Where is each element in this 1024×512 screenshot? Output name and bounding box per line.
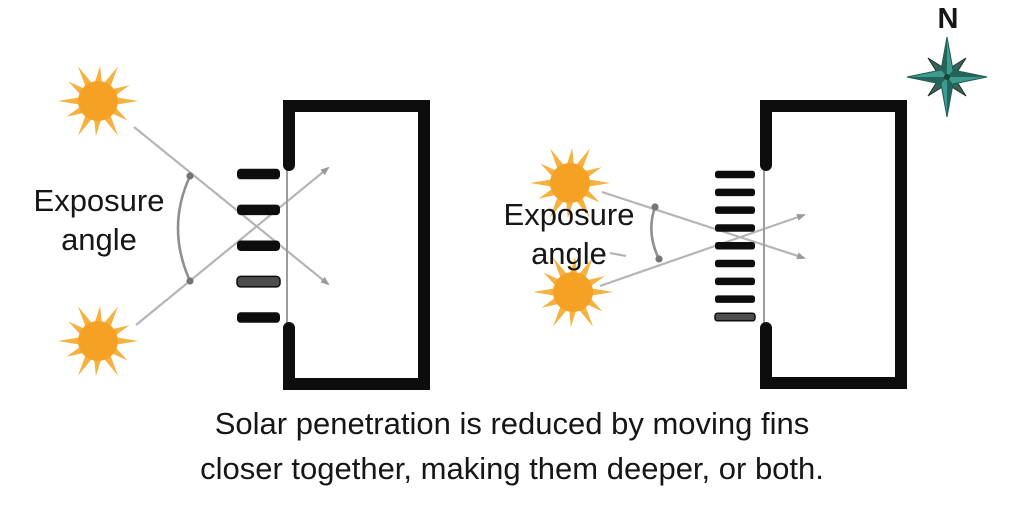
fin	[715, 188, 755, 197]
compass-center-dot	[944, 74, 950, 80]
fin	[715, 206, 755, 214]
sun-ray	[133, 126, 330, 286]
fin	[236, 275, 281, 288]
sun-ray	[599, 213, 806, 288]
arc-endpoint-dot	[186, 172, 194, 180]
exposure-angle-arc	[650, 206, 661, 260]
fin	[714, 312, 756, 322]
exposure-angle-label-line1: Exposure	[503, 197, 635, 232]
fin	[715, 295, 755, 303]
exposure-angle-label-line2: angle	[61, 222, 137, 257]
fin	[237, 240, 280, 251]
fin	[715, 242, 755, 250]
sun-core	[550, 163, 590, 203]
exposure-angle-label-right: Exposure angle	[489, 195, 649, 273]
label-leader-dash	[609, 251, 627, 258]
sun-ray	[135, 166, 330, 326]
fin	[715, 224, 755, 232]
fin-array	[236, 168, 281, 323]
arc-endpoint-dot	[651, 203, 659, 211]
sun-ray	[601, 190, 806, 260]
arc-endpoint-dot	[655, 255, 663, 263]
sun-core	[553, 272, 593, 312]
fin	[715, 277, 755, 286]
sun-icon	[58, 65, 138, 137]
exposure-angle-label-left: Exposure angle	[19, 181, 179, 259]
arc-endpoint-dot	[186, 277, 194, 285]
room-outline	[283, 100, 430, 390]
north-label: N	[937, 3, 959, 35]
exposure-angle-label-line2: angle	[531, 236, 607, 271]
caption-line2: closer together, making them deeper, or …	[200, 451, 824, 486]
room-outline	[760, 100, 907, 389]
fin-array	[714, 170, 756, 322]
caption: Solar penetration is reduced by moving f…	[0, 401, 1024, 491]
fin	[237, 312, 280, 323]
exposure-angle-arc	[176, 175, 192, 282]
sun-icon	[533, 256, 613, 328]
fin	[237, 168, 280, 180]
sun-icon	[530, 147, 610, 219]
compass-rose-icon	[906, 36, 988, 118]
fin	[237, 204, 280, 216]
sun-core	[78, 81, 118, 121]
caption-line1: Solar penetration is reduced by moving f…	[214, 406, 810, 441]
fin	[715, 259, 755, 268]
exposure-angle-label-line1: Exposure	[33, 183, 165, 218]
fin	[715, 170, 755, 179]
sun-core	[78, 321, 118, 361]
sun-icon	[58, 305, 138, 377]
